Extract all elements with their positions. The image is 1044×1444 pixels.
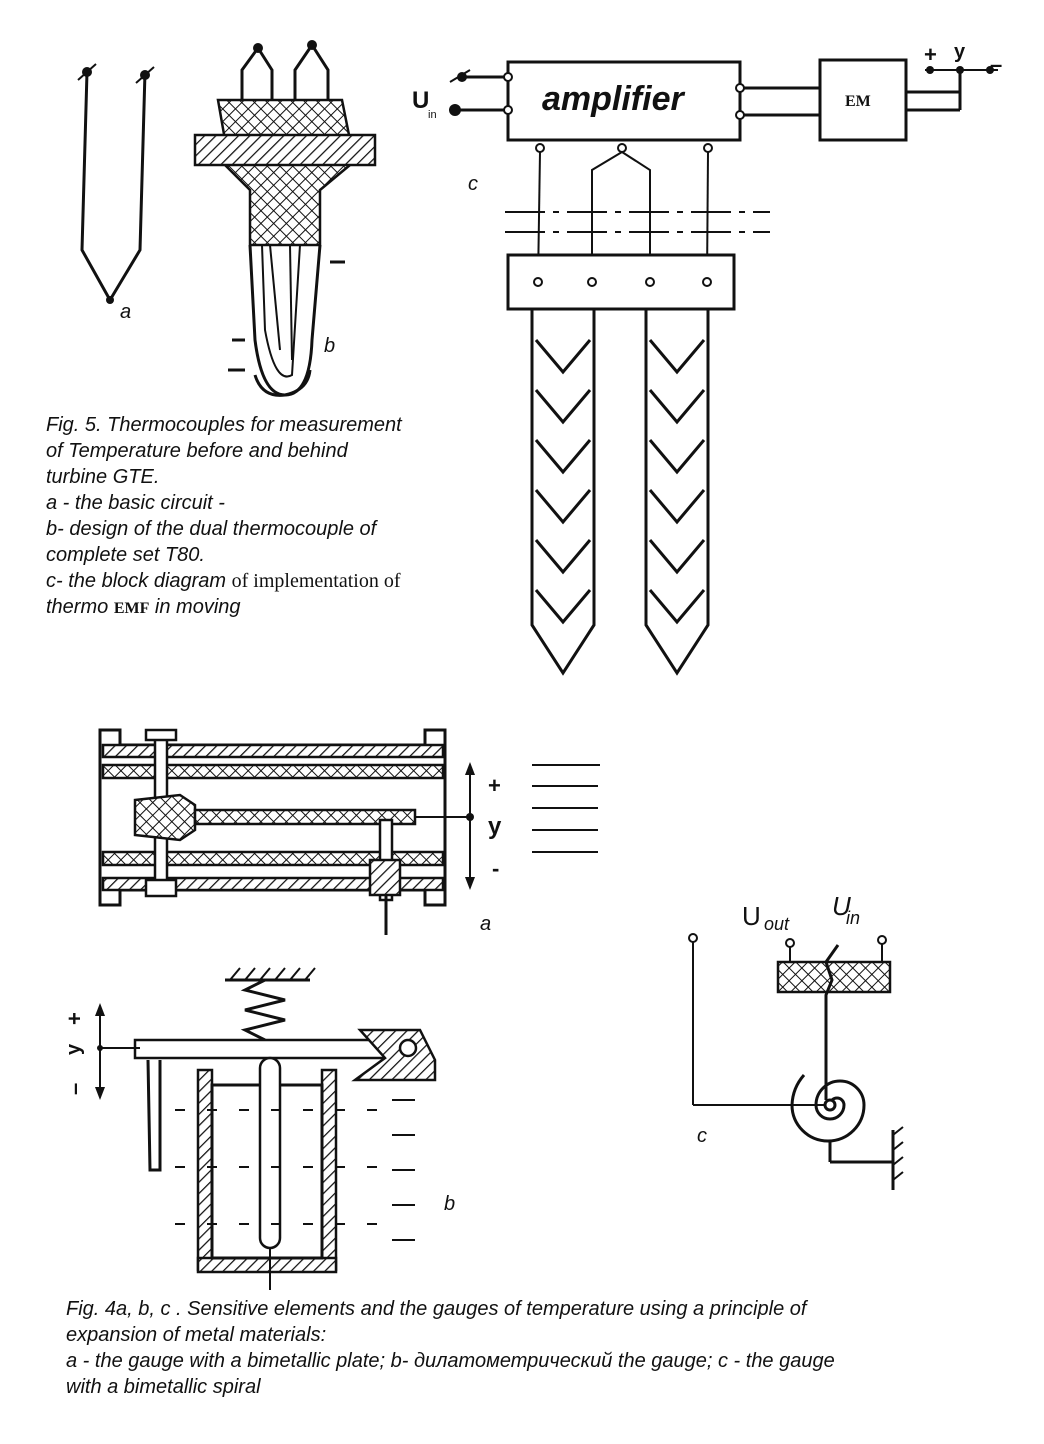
fig5-caption: Fig. 5. Thermocouples for measurement of… — [46, 412, 402, 622]
fig5-caption-line: Fig. 5. Thermocouples for measurement — [46, 414, 402, 436]
fig5a-basic-circuit: a — [77, 63, 155, 323]
fig5c-u-in-symbol: U — [412, 87, 429, 114]
fig5c-y: y — [954, 41, 966, 63]
fig4b-plus: + — [62, 1012, 87, 1025]
fig5-caption-line: complete set T80. — [46, 544, 205, 566]
fig5c-plus: + — [924, 42, 937, 67]
fig4a-label: a — [480, 913, 491, 935]
fig5c-probe-right — [644, 309, 710, 676]
fig4-caption: Fig. 4a, b, c . Sensitive elements and t… — [66, 1296, 835, 1400]
fig5a-label: a — [120, 301, 131, 323]
fig4c-u-out: U — [742, 901, 761, 931]
fig5-caption-text: EMF — [113, 600, 150, 617]
fig5-caption-line: turbine GTE. — [46, 466, 160, 488]
fig4a-minus: - — [492, 856, 499, 881]
fig5-caption-text: c- the block diagram — [46, 570, 232, 592]
fig4-caption-line: a - the gauge with a bimetallic plate; b… — [66, 1350, 835, 1372]
em-box — [818, 58, 908, 142]
fig5-caption-text: of implementation of — [231, 570, 401, 592]
fig4b-y: y — [63, 1043, 85, 1055]
fig5-caption-line: c- the block diagram of implementation o… — [46, 568, 402, 594]
fig5c-label: c — [468, 173, 478, 195]
fig5-caption-text: thermo — [46, 596, 114, 618]
fig4c-u-in: U — [832, 891, 851, 921]
fig5c-u-in-subscript: in — [428, 109, 437, 121]
fig5b-dual-thermocouple: b — [193, 40, 377, 397]
fig4b-dilatometric-gauge: y + – b — [62, 967, 455, 1290]
fig5-caption-text: in moving — [149, 596, 241, 618]
fig4b-label: b — [444, 1193, 455, 1215]
amplifier-label: amplifier — [542, 80, 685, 118]
fig4c-u-in-subscript: in — [846, 908, 860, 928]
fig5b-label: b — [324, 335, 335, 357]
fig4a-bimetallic-plate-gauge: + y - a — [98, 728, 600, 935]
fig4a-y: y — [488, 813, 502, 840]
fig5-caption-line: of Temperature before and behind — [46, 440, 348, 462]
fig5-caption-line: a - the basic circuit - — [46, 492, 225, 514]
fig5-caption-line: b- design of the dual thermocouple of — [46, 518, 377, 540]
em-label: EM — [845, 93, 871, 110]
fig4c-u-out-subscript: out — [764, 914, 790, 934]
amplifier-box — [506, 60, 742, 142]
fig4-caption-line: expansion of metal materials: — [66, 1324, 327, 1346]
fig5c-block-diagram: U in amplifier EM + y – — [412, 41, 1002, 676]
fig4a-plus: + — [488, 773, 501, 798]
fig5c-probe-left — [530, 309, 596, 676]
fig4-caption-line: Fig. 4a, b, c . Sensitive elements and t… — [66, 1298, 807, 1320]
fig4b-minus: – — [62, 1083, 87, 1095]
fig5c-minus: – — [990, 52, 1002, 77]
fig4c-bimetallic-spiral-gauge: U out U in c — [688, 891, 904, 1190]
fig4-caption-line: with a bimetallic spiral — [66, 1376, 261, 1398]
fig5-caption-line: thermo EMF in moving — [46, 594, 402, 622]
fig4c-label: c — [697, 1125, 707, 1147]
